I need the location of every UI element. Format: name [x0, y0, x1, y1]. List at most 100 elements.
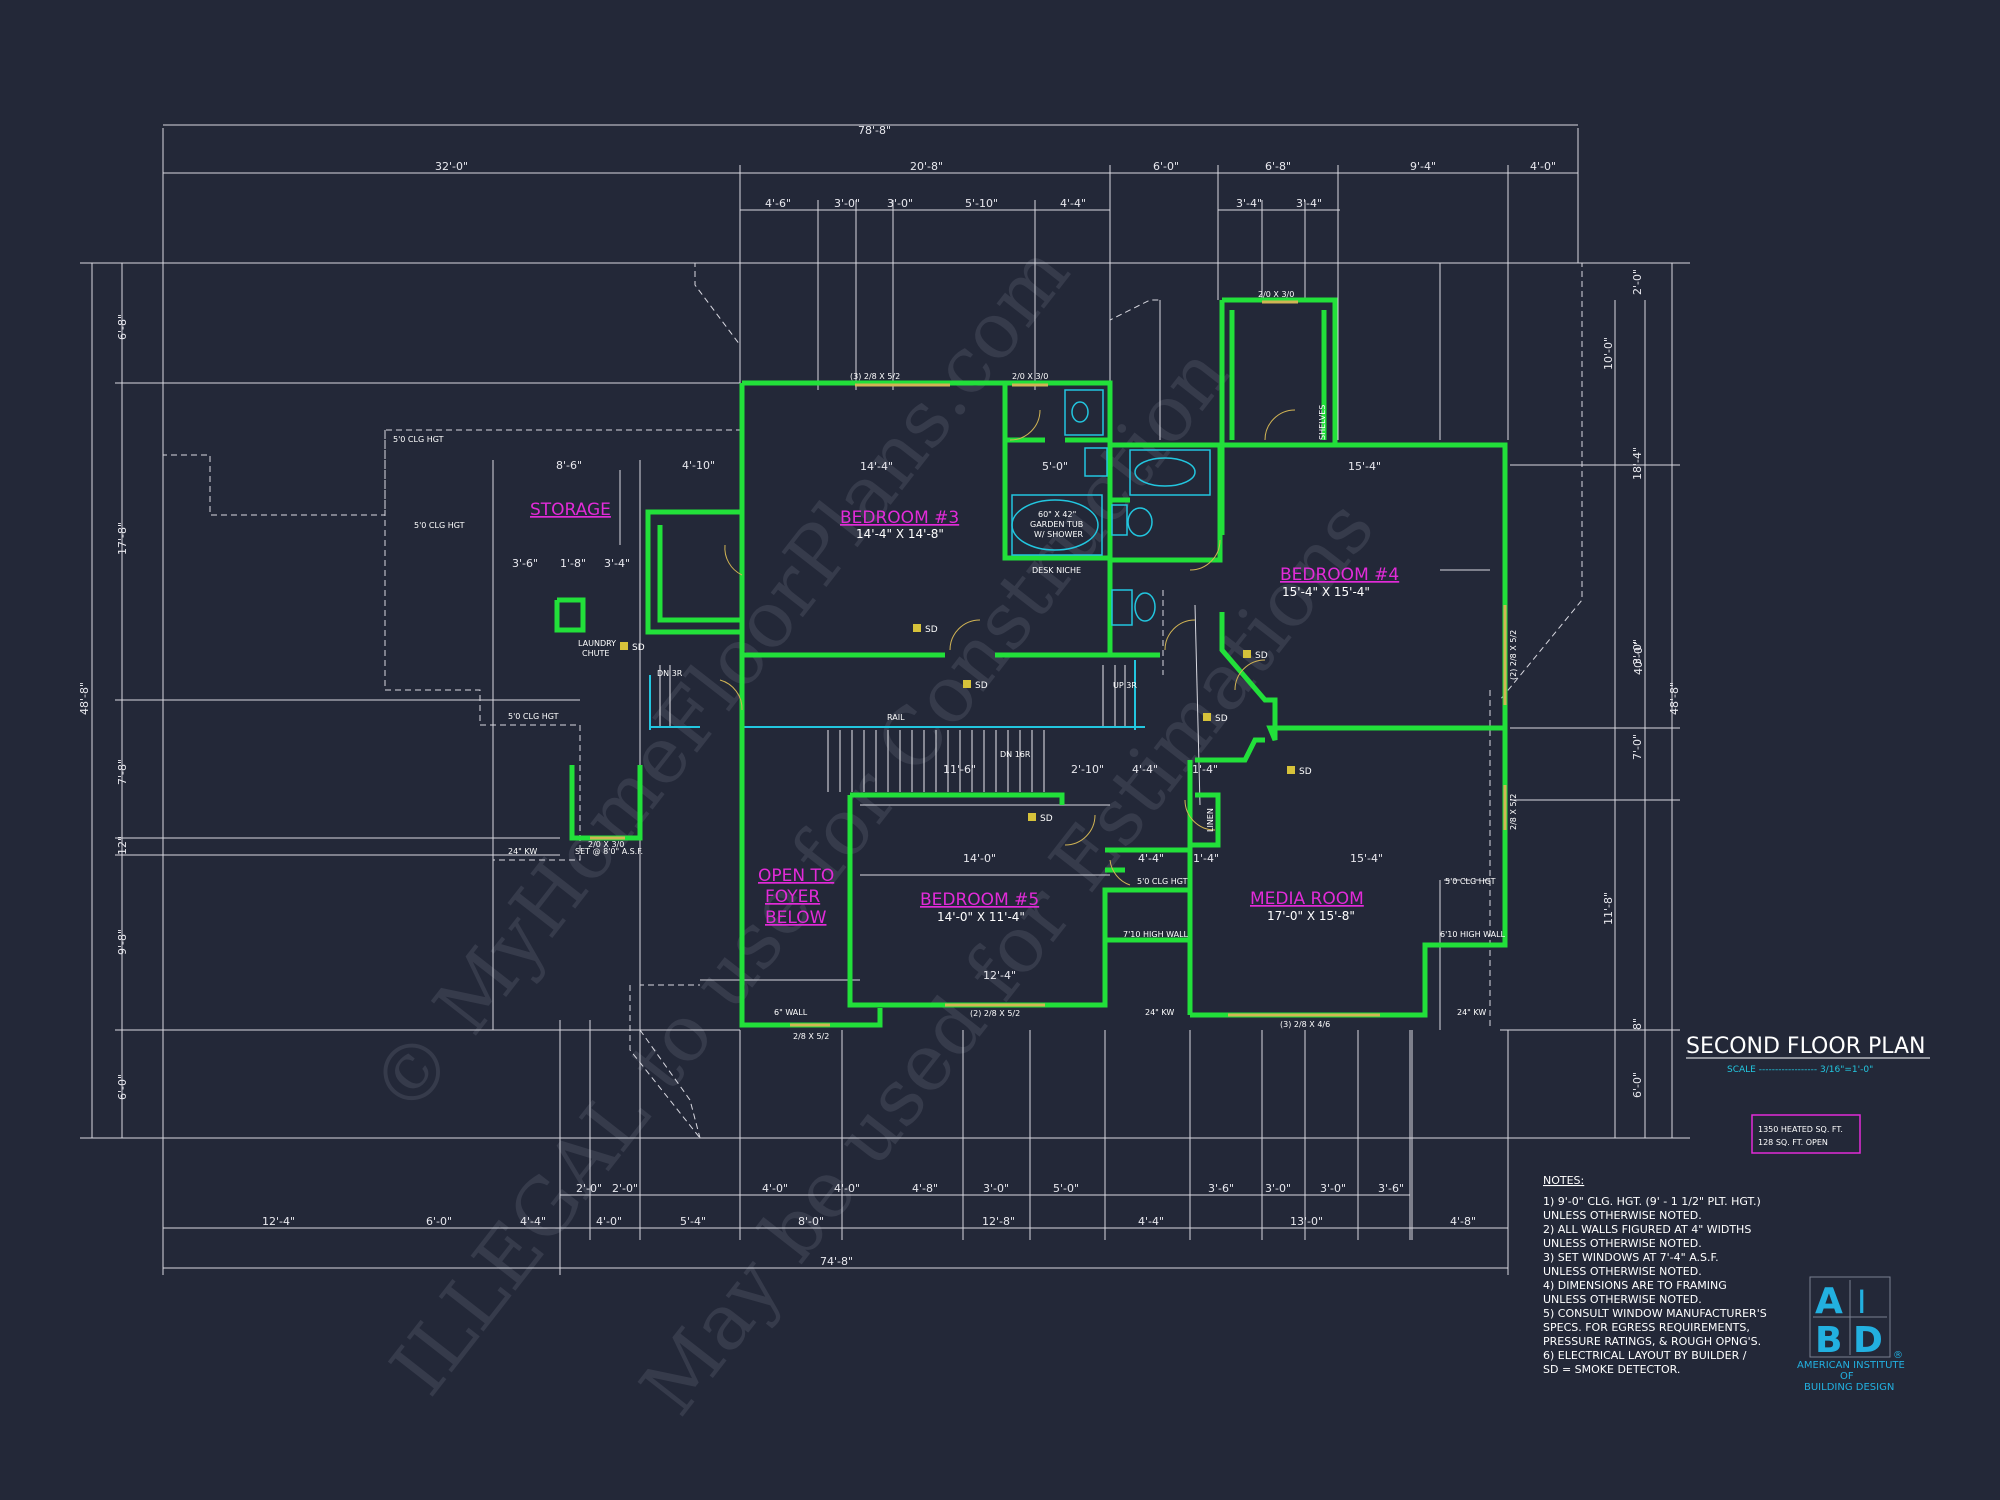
stairs — [659, 665, 1126, 792]
note-line: UNLESS OTHERWISE NOTED. — [1543, 1209, 1702, 1222]
label-chute: CHUTE — [582, 649, 609, 658]
interior-dim: 11'-6" — [943, 763, 976, 776]
dim-right2-2: 40'-0" — [1632, 642, 1645, 675]
dim-left-6: 6'-0" — [116, 1074, 129, 1100]
label-window-2: 2/0 X 3/0 — [1012, 372, 1048, 381]
label-window-9: 2/0 X 3/0 — [588, 840, 624, 849]
aibd-logo: A I B D ® AMERICAN INSTITUTE OF BUILDING… — [1797, 1276, 1905, 1393]
dim-left-2: 17'-8" — [116, 522, 129, 555]
smoke-detector-icon — [913, 624, 921, 632]
label-clg-2: 5'0 CLG HGT — [414, 521, 465, 530]
label-shelves: SHELVES — [1318, 405, 1327, 440]
dim-bottom2-3: 4'-4" — [520, 1215, 546, 1228]
room-bedroom3-size: 14'-4" X 14'-8" — [856, 527, 944, 541]
dim-bottom2-10: 4'-8" — [1450, 1215, 1476, 1228]
dim-bottom1-8: 3'-6" — [1208, 1182, 1234, 1195]
dim-bottom2-5: 5'-4" — [680, 1215, 706, 1228]
label-window-3: 2/0 X 3/0 — [1258, 290, 1294, 299]
label-clg-3: 5'0 CLG HGT — [508, 712, 559, 721]
label-kw-2: 24" KW — [1145, 1008, 1174, 1017]
interior-dim: 14'-0" — [963, 852, 996, 865]
label-up3r: UP 3R — [1113, 681, 1137, 690]
interior-dim: 2'-10" — [1071, 763, 1104, 776]
interior-dim: 15'-4" — [1350, 852, 1383, 865]
dim-right-4: 7'-0" — [1631, 734, 1644, 760]
dim-top2-6: 3'-4" — [1236, 197, 1262, 210]
label-window-8: (2) 2/8 X 5/2 — [1509, 630, 1518, 680]
room-bedroom3-name: BEDROOM #3 — [840, 508, 959, 528]
logo-letter-b: B — [1815, 1320, 1842, 1361]
dim-bottom-overall: 74'-8" — [820, 1255, 853, 1268]
dim-top-5: 9'-4" — [1410, 160, 1436, 173]
drawing-title: SECOND FLOOR PLAN — [1686, 1034, 1926, 1059]
logo-letter-i: I — [1857, 1283, 1866, 1321]
interior-dim: 1'-8" — [560, 557, 586, 570]
logo-reg: ® — [1893, 1350, 1903, 1361]
watermark: © MyHomeFloorPlans.com ILLEGAL to use fo… — [354, 229, 1392, 1432]
dim-bottom2-6: 8'-0" — [798, 1215, 824, 1228]
label-window-5: 2/8 X 5/2 — [793, 1032, 829, 1041]
room-bedroom5-size: 14'-0" X 11'-4" — [937, 910, 1025, 924]
label-6in-wall: 6" WALL — [774, 1008, 808, 1017]
smoke-detector-icon — [1203, 713, 1211, 721]
logo-letter-d: D — [1853, 1320, 1883, 1361]
dim-top-1: 32'-0" — [435, 160, 468, 173]
label-rail: RAIL — [887, 713, 905, 722]
interior-dim: 3'-4" — [604, 557, 630, 570]
smoke-detector-label: SD — [632, 643, 645, 653]
notes-header: NOTES: — [1543, 1174, 1584, 1187]
interior-dim: 8'-6" — [556, 459, 582, 472]
interior-dim: 5'-0" — [1042, 460, 1068, 473]
walls — [554, 297, 1508, 1028]
room-bedroom5-name: BEDROOM #5 — [920, 890, 1039, 910]
fixtures — [1011, 389, 1211, 626]
dim-top2-7: 3'-4" — [1296, 197, 1322, 210]
dim-bottom2-9: 13'-0" — [1290, 1215, 1323, 1228]
drawing-scale: SCALE ------------------ 3/16"=1'-0" — [1727, 1065, 1873, 1075]
dim-bottom1-4: 4'-0" — [834, 1182, 860, 1195]
logo-line-1: AMERICAN INSTITUTE — [1797, 1360, 1905, 1371]
dim-top2-3: 3'-0" — [887, 197, 913, 210]
interior-dim: 14'-4" — [860, 460, 893, 473]
smoke-detectors: SD SD SD SD SD SD SD — [620, 624, 1312, 824]
area-heated: 1350 HEATED SQ. FT. — [1758, 1125, 1843, 1134]
dim-left-5: 9'-8" — [116, 929, 129, 955]
smoke-detector-label: SD — [975, 681, 988, 691]
label-clg-4: 5'0 CLG HGT — [1137, 877, 1188, 886]
dim-right-3: 3'-0" — [1631, 639, 1644, 665]
dim-bottom2-1: 12'-4" — [262, 1215, 295, 1228]
area-box — [1751, 1114, 1861, 1154]
note-line: 2) ALL WALLS FIGURED AT 4" WIDTHS — [1543, 1223, 1751, 1236]
dim-top-6: 4'-0" — [1530, 160, 1556, 173]
label-set-asf: SET @ 8'0" A.S.F. — [575, 847, 643, 856]
label-window-1: (3) 2/8 X 5/2 — [850, 372, 900, 381]
dim-top-3: 6'-0" — [1153, 160, 1179, 173]
label-window-6: (3) 2/8 X 4/6 — [1280, 1020, 1330, 1029]
dim-bottom1-7: 5'-0" — [1053, 1182, 1079, 1195]
dim-bottom2-2: 6'-0" — [426, 1215, 452, 1228]
dim-bottom1-3: 4'-0" — [762, 1182, 788, 1195]
note-line: 5) CONSULT WINDOW MANUFACTURER'S — [1543, 1307, 1767, 1320]
label-tub-3: W/ SHOWER — [1034, 530, 1084, 539]
note-line: 3) SET WINDOWS AT 7'-4" A.S.F. — [1543, 1251, 1719, 1264]
dim-left-3: 7'-8" — [116, 759, 129, 785]
dim-top-2: 20'-8" — [910, 160, 943, 173]
roof-outline — [162, 262, 1583, 1139]
smoke-detector-label: SD — [925, 625, 938, 635]
note-line: SPECS. FOR EGRESS REQUIREMENTS, — [1543, 1321, 1750, 1334]
dim-left-overall: 48'-8" — [78, 682, 91, 715]
area-open: 128 SQ. FT. OPEN — [1758, 1138, 1828, 1147]
interior-dim: 15'-4" — [1348, 460, 1381, 473]
label-clg-1: 5'0 CLG HGT — [393, 435, 444, 444]
interior-dimensions: 8'-6" 4'-10" 3'-6" 1'-8" 3'-4" 14'-4" 5'… — [512, 459, 1383, 982]
dim-top-4: 6'-8" — [1265, 160, 1291, 173]
room-foyer-line1: OPEN TO — [758, 866, 834, 886]
label-high-wall-2: 6'10 HIGH WALL — [1440, 930, 1506, 939]
interior-dim: 4'-4" — [1138, 852, 1164, 865]
interior-dim: 4'-10" — [682, 459, 715, 472]
label-desk-niche: DESK NICHE — [1032, 566, 1081, 575]
dim-right-5: 8" — [1631, 1018, 1644, 1030]
dim-right-2: 18'-4" — [1631, 447, 1644, 480]
note-line: 4) DIMENSIONS ARE TO FRAMING — [1543, 1279, 1727, 1292]
